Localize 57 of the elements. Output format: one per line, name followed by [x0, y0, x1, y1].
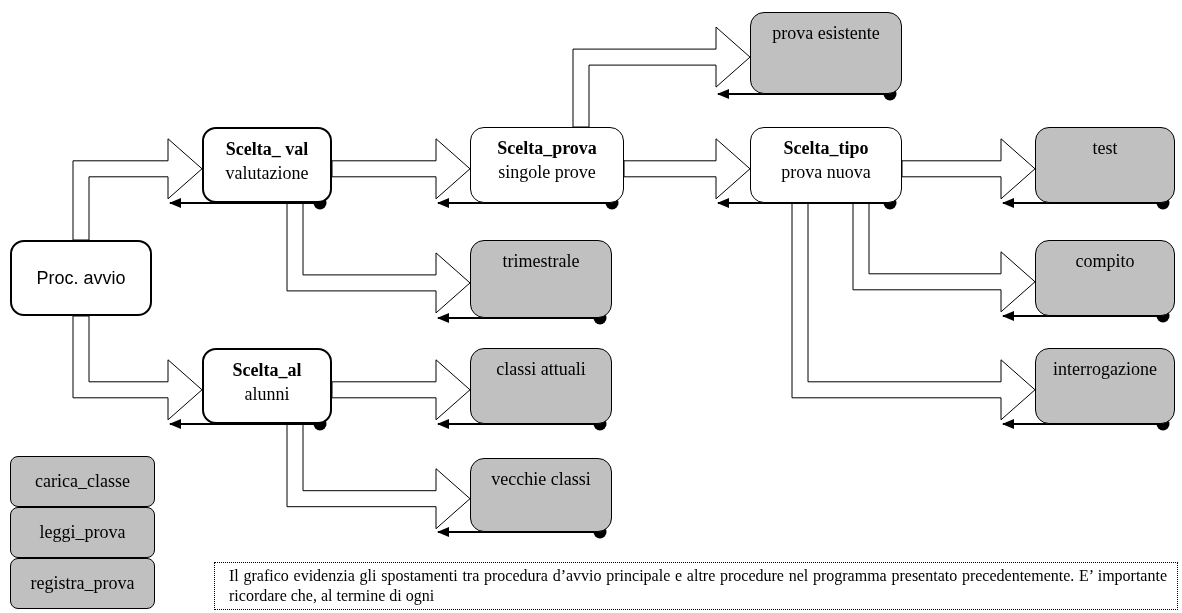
return-arrow — [437, 525, 607, 539]
block-arrow — [72, 315, 203, 421]
process-label: registra_prova — [30, 572, 135, 595]
process-label: alunni — [244, 383, 290, 406]
block-arrow — [331, 359, 471, 421]
return-arrow — [1002, 196, 1170, 210]
return-arrow — [437, 311, 607, 325]
process-label: vecchie classi — [491, 468, 591, 491]
process-label: prova nuova — [781, 161, 871, 184]
return-arrow — [437, 417, 607, 431]
process-box — [470, 458, 612, 532]
return-arrow — [169, 417, 327, 431]
block-arrow — [852, 202, 1036, 313]
return-arrow — [1002, 417, 1170, 431]
process-label: interrogazione — [1053, 358, 1157, 381]
process-name: Scelta_ val — [225, 138, 309, 161]
block-arrow — [901, 138, 1036, 200]
process-box — [470, 127, 624, 203]
process-label: trimestrale — [502, 250, 580, 273]
block-arrow — [331, 138, 471, 200]
block-arrow — [286, 202, 471, 314]
process-box — [1035, 348, 1175, 424]
process-label: valutazione — [225, 162, 309, 185]
process-box — [1035, 240, 1175, 316]
process-box — [750, 12, 902, 94]
block-arrow — [286, 423, 471, 530]
process-box — [10, 240, 152, 316]
process-name: Scelta_tipo — [783, 137, 869, 160]
process-label: leggi_prova — [39, 521, 126, 544]
return-arrow — [169, 196, 327, 210]
process-box — [470, 240, 612, 318]
return-arrow — [437, 196, 619, 210]
process-box — [750, 127, 902, 203]
process-label: prova esistente — [772, 22, 880, 45]
process-name: Scelta_al — [232, 359, 302, 382]
block-arrow — [572, 26, 751, 128]
return-arrow — [1002, 309, 1170, 323]
return-arrow — [717, 196, 897, 210]
process-box — [202, 348, 332, 424]
process-name: Scelta_prova — [497, 137, 597, 160]
process-label: carica_classe — [35, 470, 130, 493]
process-box — [10, 456, 155, 507]
process-label: singole prove — [498, 161, 596, 184]
process-label: Proc. avvio — [36, 267, 126, 290]
process-label: test — [1092, 137, 1118, 160]
process-box — [202, 127, 332, 203]
process-box — [1035, 127, 1175, 203]
note-text: Il grafico evidenzia gli spostamenti tra procedura d’avvio principale e altre procedure nel programma presentato precedentemente. E’ importante ricordare che, al termine di ogni — [214, 562, 1178, 610]
process-label: compito — [1075, 250, 1135, 273]
return-arrow — [717, 87, 897, 101]
process-box — [470, 348, 612, 424]
process-label: classi attuali — [496, 358, 586, 381]
block-arrow — [623, 138, 751, 200]
process-box — [10, 507, 155, 558]
block-arrow — [72, 138, 203, 241]
block-arrow — [791, 202, 1036, 421]
process-box — [10, 558, 155, 609]
